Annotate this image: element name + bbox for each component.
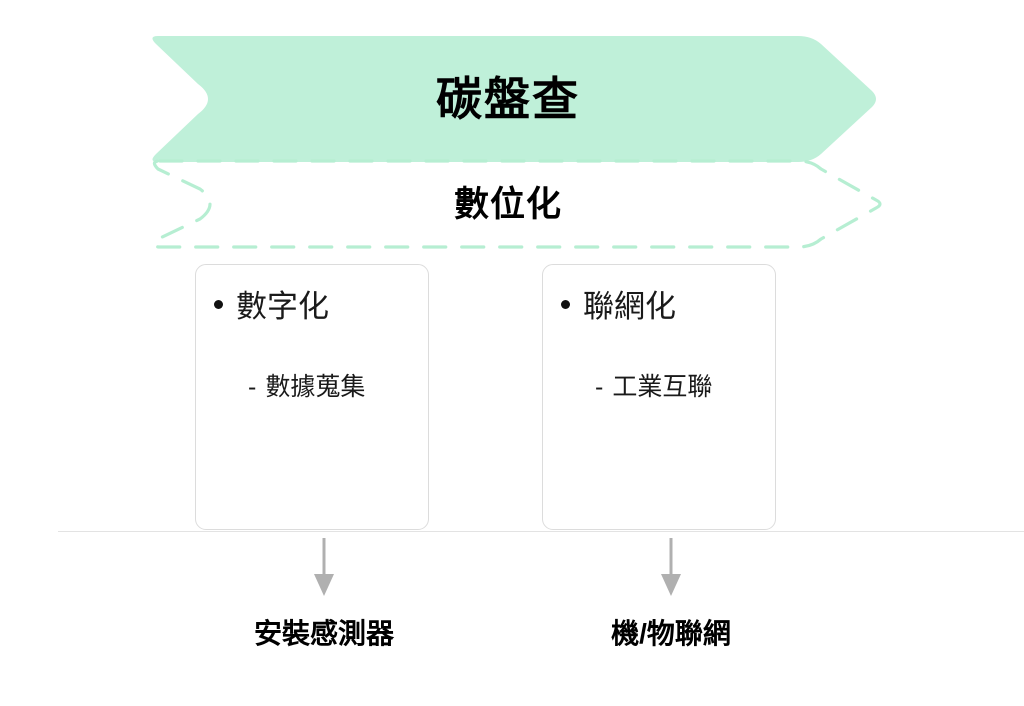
outcome-label-sensors: 安裝感測器 bbox=[253, 618, 394, 649]
card-sub-item: -數據蒐集 bbox=[248, 375, 365, 400]
card-digitization[interactable]: 數字化 -數據蒐集 bbox=[195, 264, 429, 530]
sub-dash-icon: - bbox=[595, 373, 604, 401]
down-arrow-icon bbox=[658, 538, 684, 598]
banner-title: 碳盤查 bbox=[436, 73, 580, 125]
card-bullet-row: 聯網化 bbox=[561, 291, 676, 322]
sub-dash-icon: - bbox=[248, 373, 257, 401]
card-sub-item: -工業互聯 bbox=[595, 375, 712, 400]
outcome-label-iot: 機/物聯網 bbox=[611, 618, 731, 649]
card-sub-label: 工業互聯 bbox=[612, 373, 713, 401]
phase-chevron-outline bbox=[152, 159, 882, 249]
banner-shape bbox=[152, 36, 876, 162]
phase-chevron-dashed: 數位化 bbox=[150, 157, 890, 251]
banner-chevron: 碳盤查 bbox=[150, 30, 880, 168]
bullet-dot-icon bbox=[214, 300, 223, 309]
card-sub-label: 數據蒐集 bbox=[265, 373, 366, 401]
card-bullet-label: 數字化 bbox=[236, 289, 329, 324]
card-networking[interactable]: 聯網化 -工業互聯 bbox=[542, 264, 776, 530]
down-arrow-icon bbox=[311, 538, 337, 598]
card-bullet-row: 數字化 bbox=[214, 291, 329, 322]
baseline-divider bbox=[58, 531, 1024, 532]
bullet-dot-icon bbox=[561, 300, 570, 309]
card-bullet-label: 聯網化 bbox=[583, 289, 676, 324]
phase-title: 數位化 bbox=[453, 184, 562, 224]
